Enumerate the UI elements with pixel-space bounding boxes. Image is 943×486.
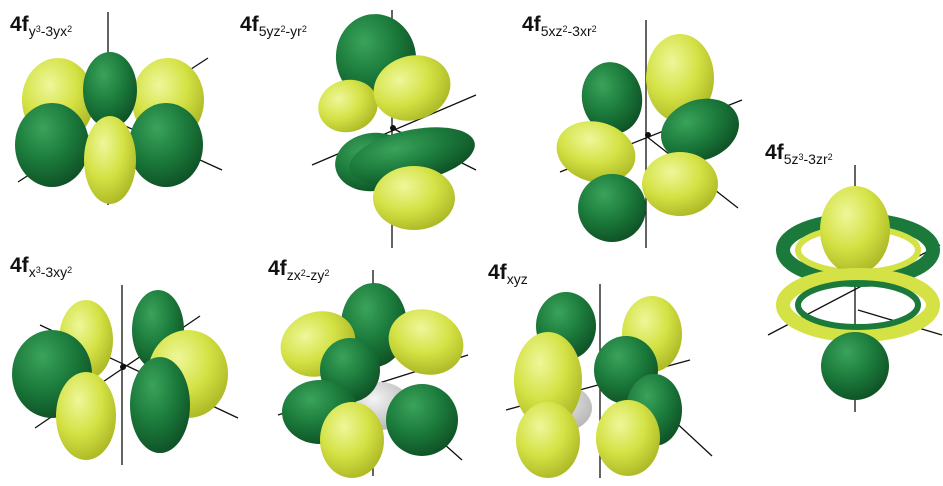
orbital-label-xyz: 4fxyz bbox=[488, 262, 528, 283]
orbital-subscript: 5xz2-3xr2 bbox=[541, 23, 597, 39]
orbital-label-5z3-3zr2: 4f5z3-3zr2 bbox=[765, 142, 833, 163]
positive-lobe bbox=[516, 402, 580, 478]
orbital-subscript: xyz bbox=[507, 271, 528, 287]
orbital-prefix: 4f bbox=[240, 13, 259, 36]
negative-lobe bbox=[578, 174, 646, 242]
origin-dot bbox=[645, 132, 651, 138]
negative-lobe bbox=[15, 103, 89, 187]
orbital-prefix: 4f bbox=[10, 254, 29, 277]
orbital-label-x3-3xy2: 4fx3-3xy2 bbox=[10, 255, 72, 276]
orbital-label-5yz2-yr2: 4f5yz2-yr2 bbox=[240, 14, 307, 35]
orbital-prefix: 4f bbox=[268, 257, 287, 280]
positive-lobe bbox=[820, 186, 890, 274]
positive-lobe bbox=[642, 152, 718, 216]
negative-lobe bbox=[821, 332, 889, 400]
origin-dot bbox=[390, 125, 396, 131]
positive-lobe bbox=[320, 402, 384, 478]
negative-ring-band bbox=[798, 283, 918, 327]
orbital-subscript: x3-3xy2 bbox=[29, 264, 72, 280]
orbital-prefix: 4f bbox=[765, 141, 784, 164]
orbital-subscript: zx2-zy2 bbox=[287, 267, 330, 283]
positive-lobe bbox=[596, 400, 660, 476]
positive-lobe bbox=[56, 372, 116, 460]
orbital-subscript: 5yz2-yr2 bbox=[259, 23, 307, 39]
orbital-prefix: 4f bbox=[522, 13, 541, 36]
positive-lobe bbox=[373, 166, 455, 230]
orbital-subscript: y3-3yx2 bbox=[29, 23, 72, 39]
origin-dot bbox=[120, 364, 126, 370]
orbital-prefix: 4f bbox=[10, 13, 29, 36]
negative-lobe bbox=[129, 103, 203, 187]
orbital-subscript: 5z3-3zr2 bbox=[784, 151, 833, 167]
negative-lobe bbox=[130, 357, 190, 453]
negative-lobe bbox=[386, 384, 458, 456]
orbital-label-zx2-zy2: 4fzx2-zy2 bbox=[268, 258, 329, 279]
orbital-prefix: 4f bbox=[488, 261, 507, 284]
orbital-label-y3-3yx2: 4fy3-3yx2 bbox=[10, 14, 72, 35]
orbital-label-5xz2-3xr2: 4f5xz2-3xr2 bbox=[522, 14, 597, 35]
positive-lobe bbox=[84, 116, 136, 204]
